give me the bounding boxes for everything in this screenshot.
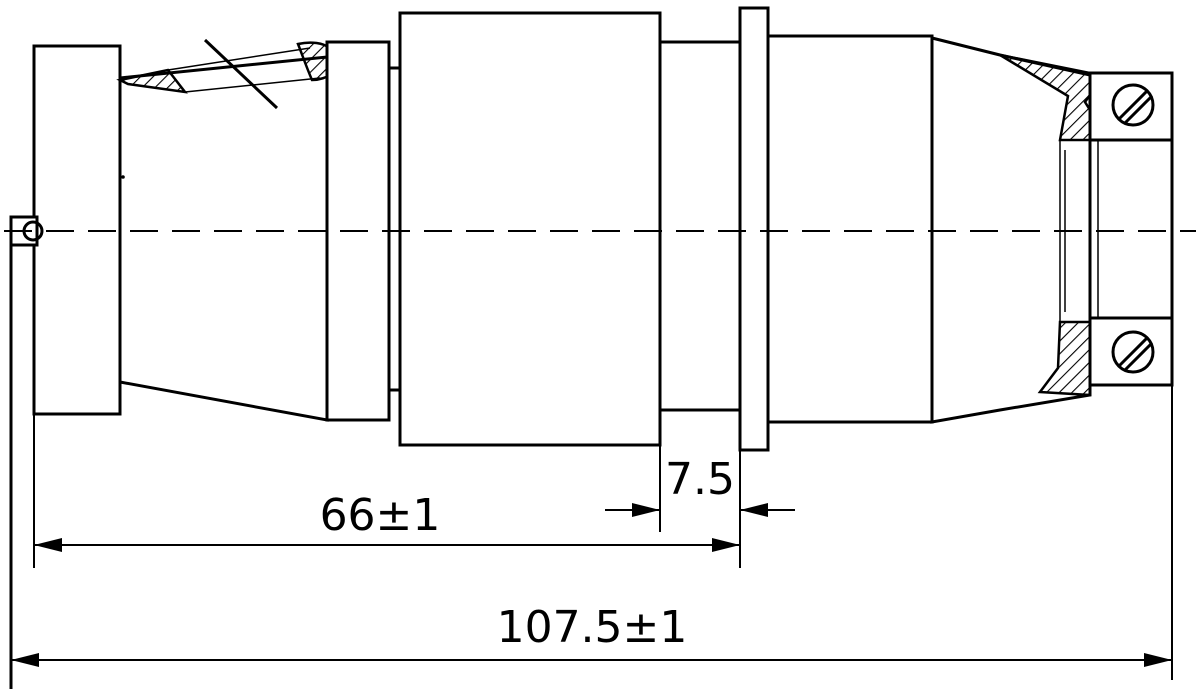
front-face [1088,71,1174,387]
dimension-overall-length: 107.5±1 [11,602,1172,667]
dimension-label-66: 66±1 [320,490,441,541]
mounting-flange [738,6,770,452]
threaded-neck [658,40,742,412]
receptacle-body [766,34,934,424]
screw-bottom-icon [1111,330,1155,374]
front-taper [930,36,1092,424]
dimension-label-107-5: 107.5±1 [497,602,688,653]
dimension-body-length: 66±1 [34,490,740,552]
coupling-sleeve [398,11,662,447]
dimension-label-7-5: 7.5 [665,454,735,505]
dimension-flange-offset: 7.5 [605,454,795,517]
screw-top-icon [1111,83,1155,127]
